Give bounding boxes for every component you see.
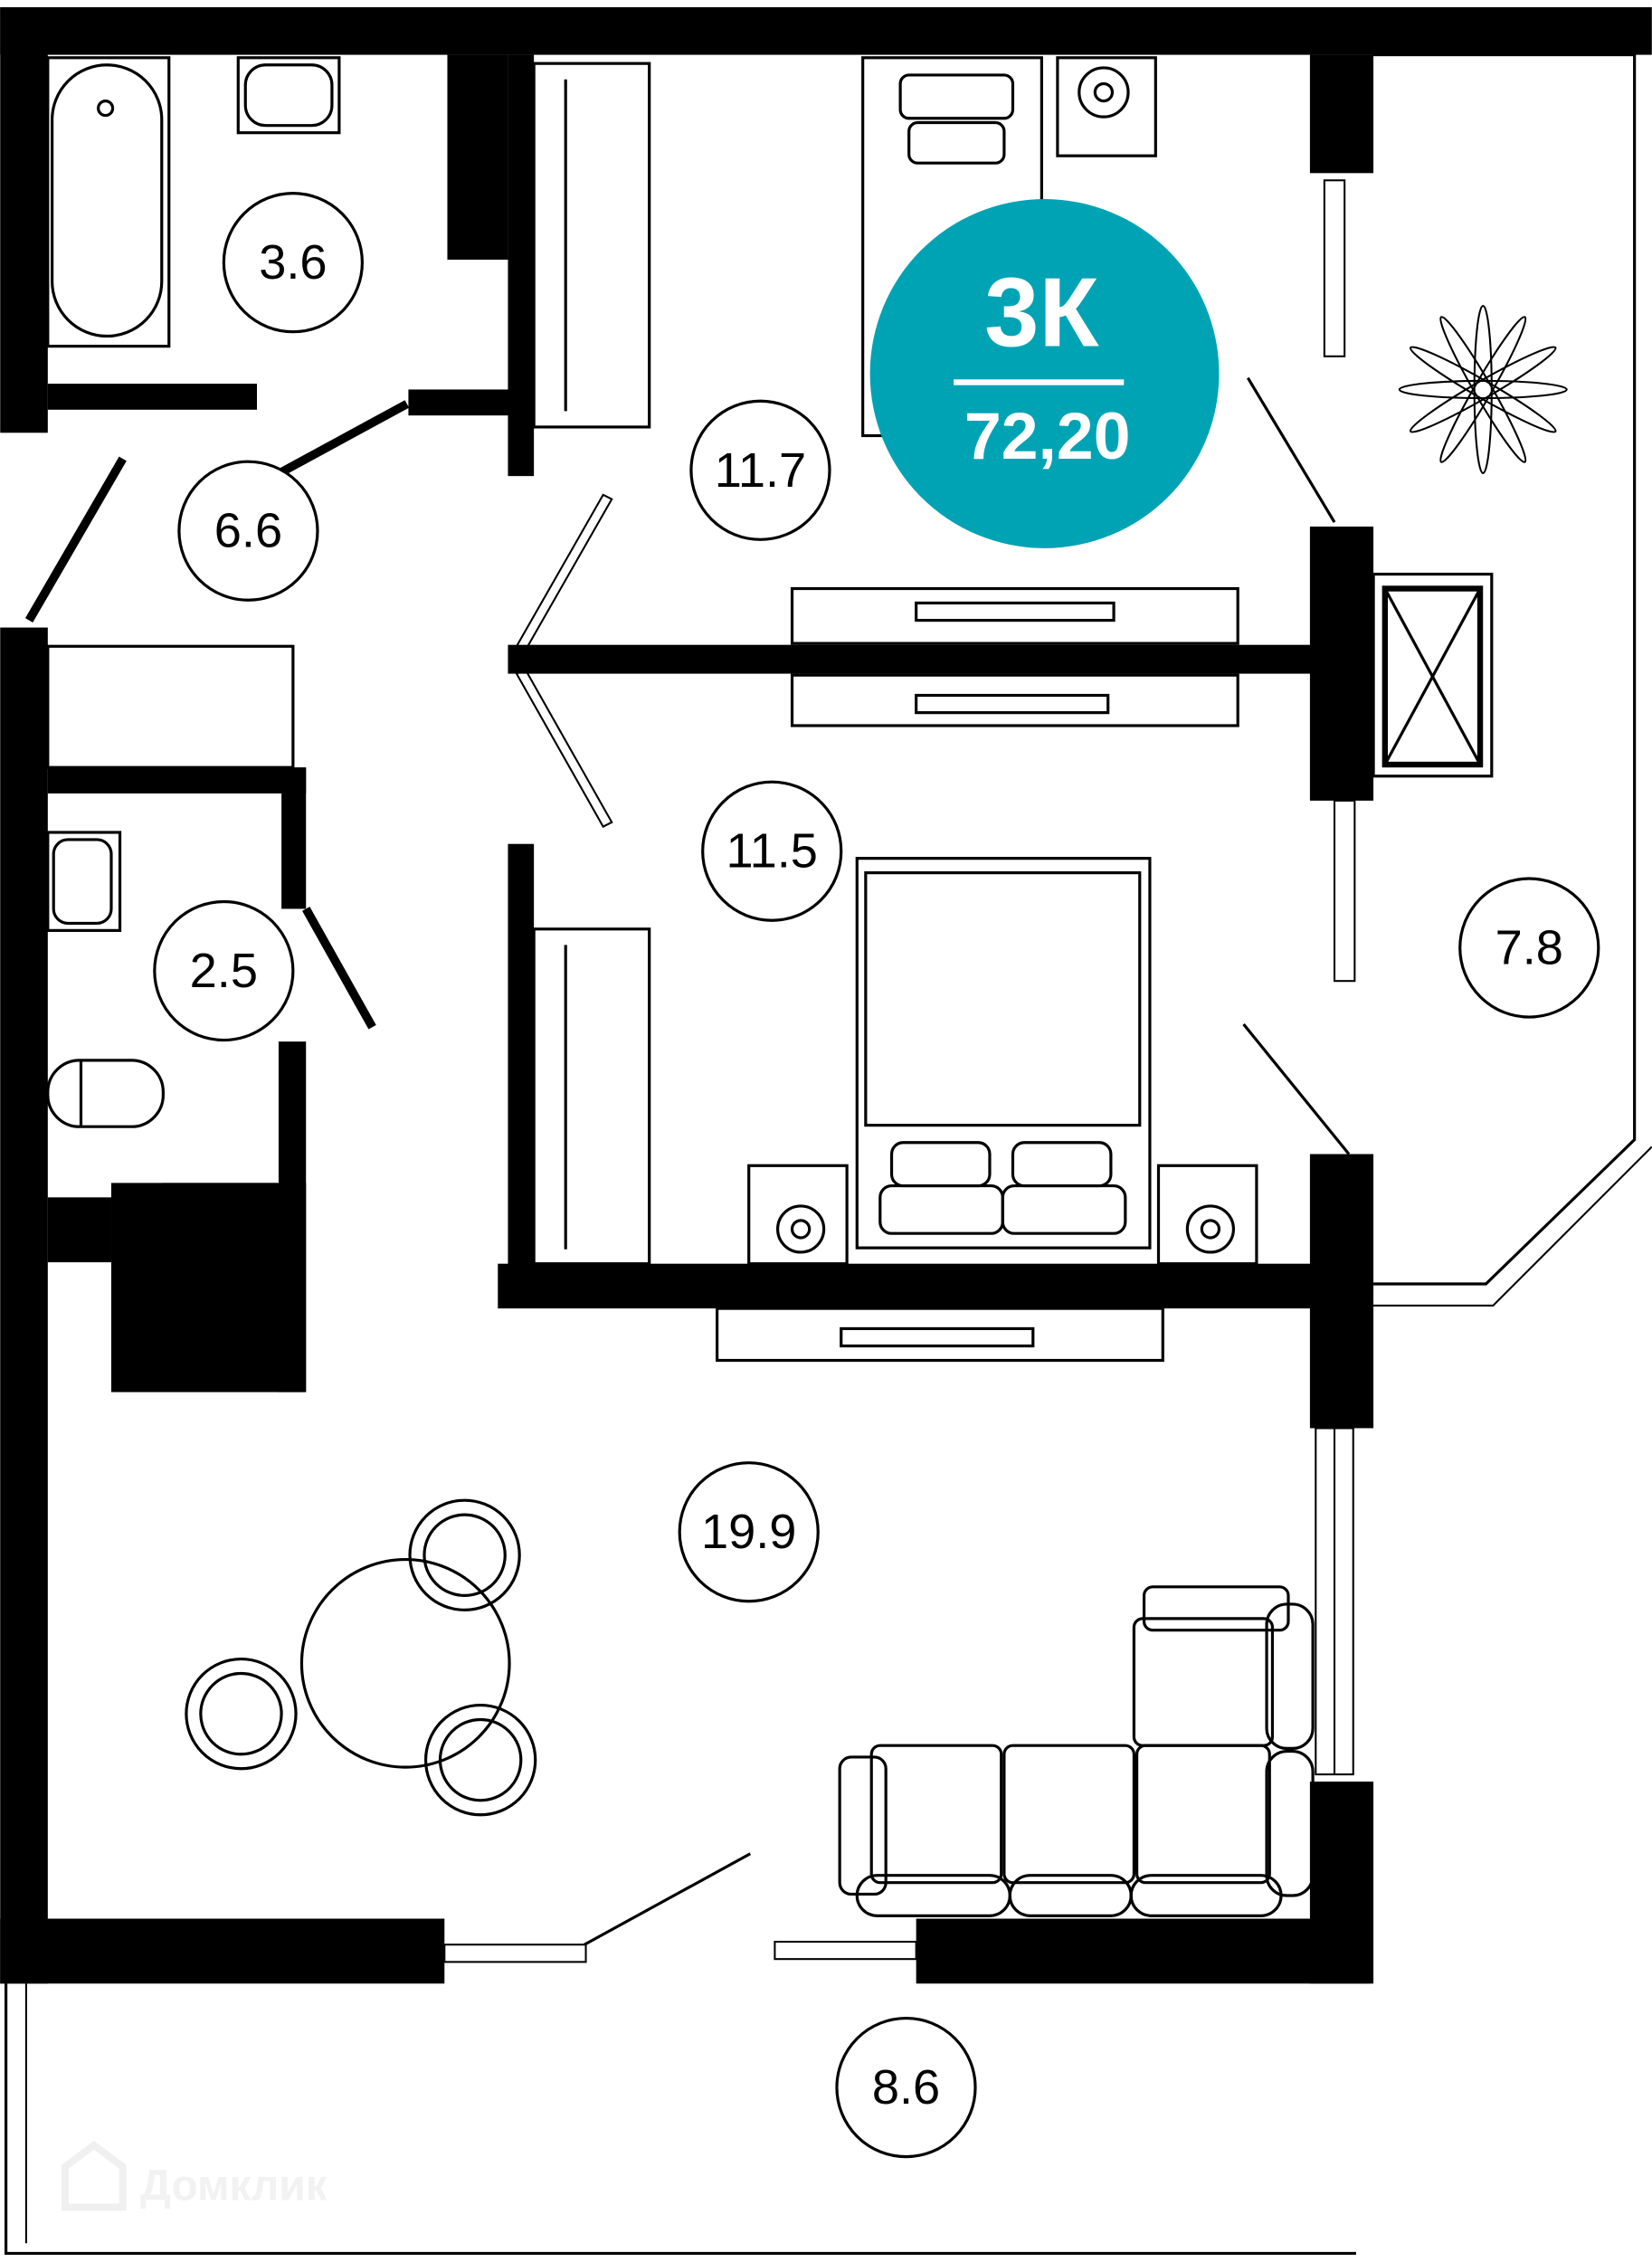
washbasin-icon: [46, 644, 295, 769]
bathtub-icon: [46, 56, 171, 348]
area-text: 11.5: [726, 824, 817, 879]
watermark-text: Домклик: [140, 2162, 328, 2210]
tv-stand-icon: [790, 673, 1239, 727]
room-area-wc: 2.5: [153, 899, 295, 1042]
area-text: 3.6: [259, 235, 327, 290]
sink-icon: [236, 56, 341, 135]
area-text: 8.6: [872, 2060, 940, 2115]
plant-icon: [1398, 304, 1568, 474]
room-area-balcony-right: 7.8: [1458, 877, 1600, 1019]
furniture: [46, 56, 1568, 1917]
wardrobe-icon: [532, 927, 651, 1266]
area-text: 6.6: [214, 504, 282, 558]
wardrobe-icon: [532, 62, 651, 429]
double-bed-icon: [855, 857, 1152, 1250]
tv-stand-icon: [790, 586, 1239, 645]
room-area-hallway: 6.6: [177, 460, 319, 602]
walls: [0, 6, 1652, 1984]
washing-machine-icon: [1056, 56, 1157, 157]
area-text: 19.9: [701, 1505, 796, 1559]
toilet-icon: [46, 1059, 165, 1128]
area-text: 2.5: [190, 944, 258, 998]
sofa-icon: [838, 1585, 1315, 1917]
area-text: 11.7: [715, 443, 806, 498]
room-area-balcony-bottom: 8.6: [835, 2016, 977, 2159]
apartment-badge: 3К 72,20: [869, 199, 1220, 548]
area-text: 7.8: [1495, 921, 1563, 975]
ventilation-shaft-icon: [1372, 572, 1494, 778]
total-area: 72,20: [964, 399, 1131, 473]
windows-doors: [24, 179, 1356, 1963]
tv-stand-icon: [716, 1307, 1164, 1363]
room-area-living: 19.9: [678, 1461, 820, 1603]
domclick-watermark: Домклик: [61, 2140, 328, 2211]
room-area-bedroom-2: 11.5: [701, 780, 843, 922]
dining-table-icon: [299, 1557, 511, 1769]
apartment-type: 3К: [984, 258, 1099, 367]
room-labels: 3.6 6.6 11.7 11.5 2.5 7.8 19.9 8.6: [153, 192, 1600, 2159]
room-area-bathroom: 3.6: [222, 192, 364, 334]
room-area-bedroom-1: 11.7: [689, 399, 831, 541]
